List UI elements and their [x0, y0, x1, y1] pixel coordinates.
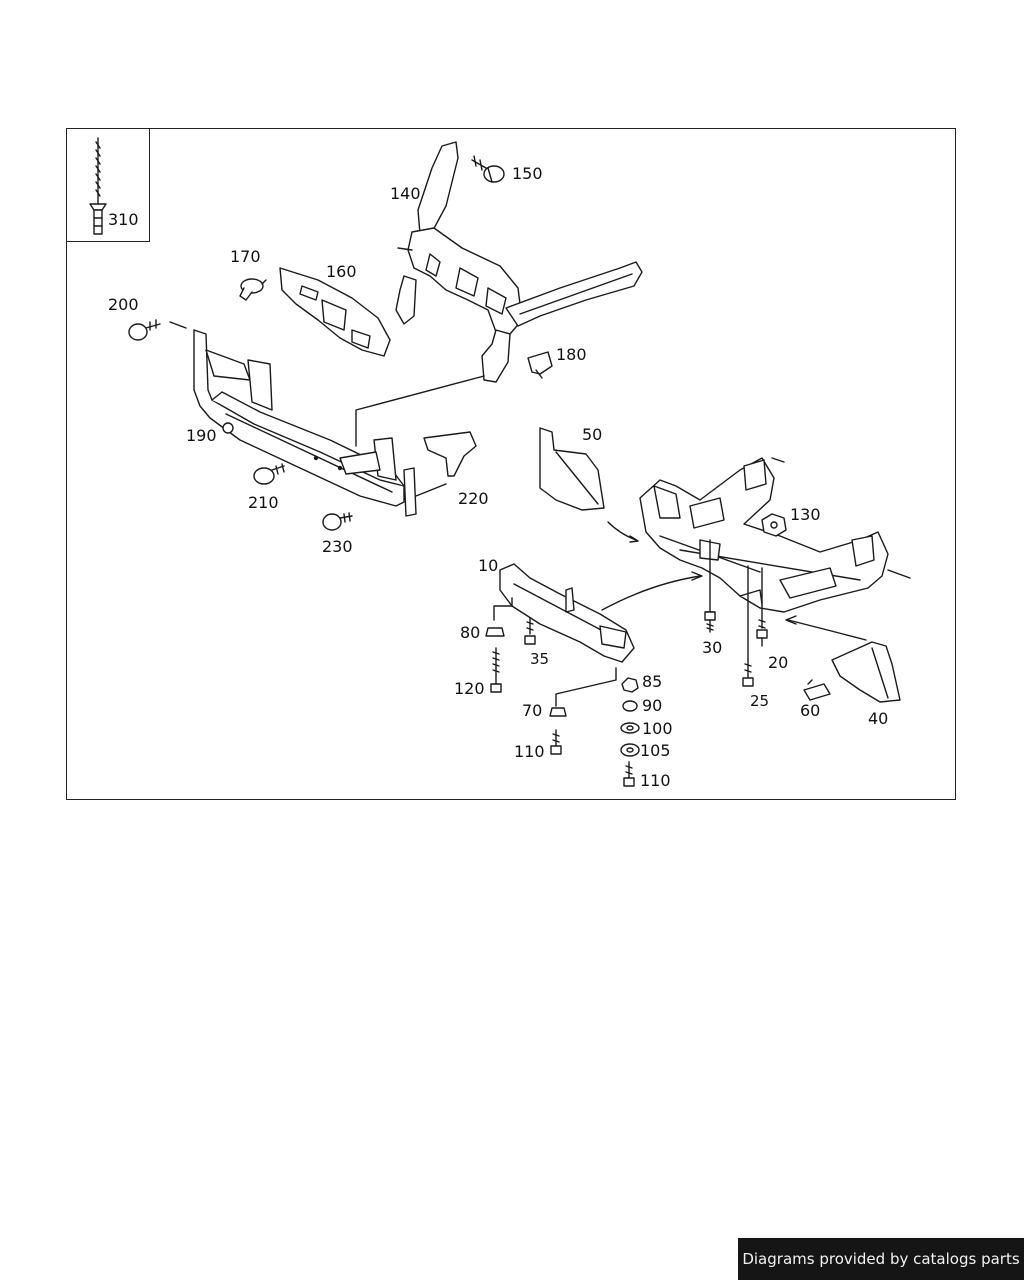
part-180-clip [527, 351, 553, 379]
part-40-cover [831, 641, 901, 703]
callout-70: 70 [522, 701, 543, 720]
part-310-long-screw [89, 137, 107, 235]
callout-60: 60 [800, 701, 821, 720]
arrow-50 [607, 521, 637, 541]
part-60-clip [803, 679, 831, 701]
part-160-bracket [279, 267, 391, 357]
callout-150: 150 [512, 164, 543, 183]
callout-10: 10 [478, 556, 499, 575]
callout-90: 90 [642, 696, 663, 715]
part-35-bolt [524, 617, 536, 645]
credit-banner: Diagrams provided by catalogs parts [738, 1238, 1024, 1280]
callout-105: 105 [640, 741, 671, 760]
part-105-washer [620, 743, 640, 757]
part-10-front-support [499, 563, 635, 663]
callout-210: 210 [248, 493, 279, 512]
callout-30: 30 [702, 638, 723, 657]
part-130-nut [761, 513, 787, 537]
leader-70 [555, 667, 617, 707]
part-230-bolt [322, 512, 353, 531]
callout-20: 20 [768, 653, 789, 672]
part-50-cover [539, 427, 605, 511]
part-150-bolt [471, 155, 505, 183]
part-80-nut [485, 627, 505, 637]
part-100-washer [620, 722, 640, 734]
callout-140: 140 [390, 184, 421, 203]
part-140-radiator-support [395, 141, 643, 383]
callout-230: 230 [322, 537, 353, 556]
callout-120: 120 [454, 679, 485, 698]
part-220-bracket [415, 431, 477, 497]
leader-10 [493, 597, 513, 621]
part-90-washer [622, 700, 638, 712]
callout-80: 80 [460, 623, 481, 642]
callout-40: 40 [868, 709, 889, 728]
callout-220: 220 [458, 489, 489, 508]
callout-310: 310 [108, 210, 139, 229]
callout-35: 35 [530, 650, 550, 668]
arrow-40 [787, 619, 867, 641]
part-170-clip [239, 278, 267, 301]
part-210-bolt [253, 463, 285, 485]
part-20-bolt [756, 567, 768, 647]
callout-170: 170 [230, 247, 261, 266]
callout-190: 190 [186, 426, 217, 445]
part-120-bolt [490, 647, 502, 693]
part-200-bolt [128, 319, 187, 341]
arrow-10 [601, 575, 701, 611]
callout-25: 25 [750, 692, 770, 710]
callout-180: 180 [556, 345, 587, 364]
callout-50: 50 [582, 425, 603, 444]
part-25-bolt [742, 565, 754, 687]
callout-110-b: 110 [640, 771, 671, 790]
callout-130: 130 [790, 505, 821, 524]
callout-85: 85 [642, 672, 663, 691]
callout-100: 100 [642, 719, 673, 738]
leader-190-140 [355, 375, 485, 447]
part-110-bolt-b [623, 761, 635, 787]
part-70-nut [549, 707, 567, 717]
part-110-bolt-a [550, 729, 562, 755]
diagram-frame [66, 128, 956, 800]
callout-200: 200 [108, 295, 139, 314]
part-30-bolt [704, 539, 716, 633]
callout-110-a: 110 [514, 742, 545, 761]
inset-box-310 [66, 128, 150, 242]
callout-160: 160 [326, 262, 357, 281]
part-190-cross-member [193, 329, 417, 517]
part-85-nut [621, 677, 639, 693]
